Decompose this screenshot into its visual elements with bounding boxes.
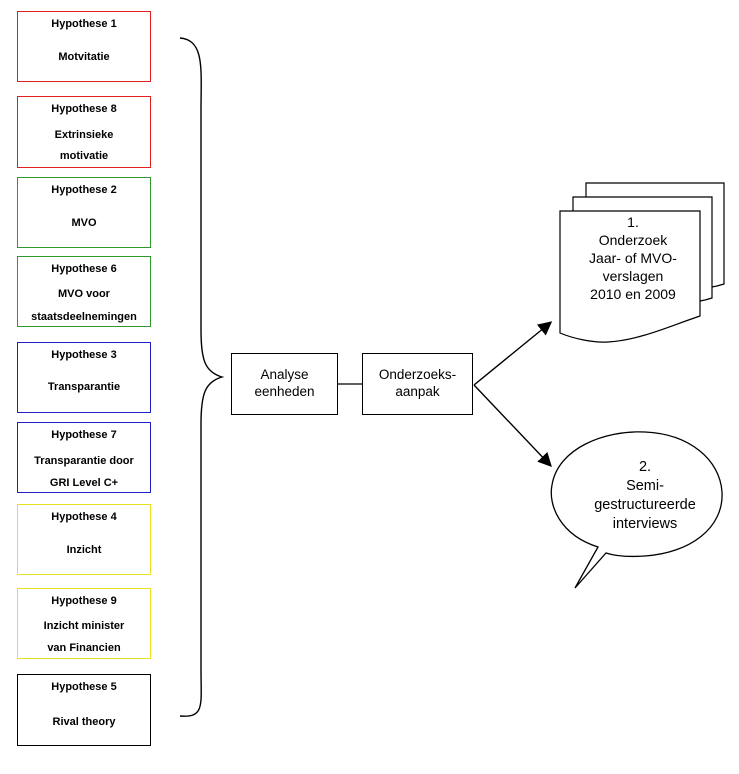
hypothesis-title: Hypothese 5 bbox=[51, 681, 117, 693]
hypothesis-box-7: Hypothese 7 Transparantie door GRI Level … bbox=[17, 422, 151, 493]
hypothesis-label: Transparantie bbox=[47, 381, 121, 393]
hypothesis-title: Hypothese 9 bbox=[51, 595, 117, 607]
speech-bubble-shape bbox=[550, 431, 723, 589]
hypothesis-box-9: Hypothese 9 Inzicht minister van Financie… bbox=[17, 588, 151, 659]
arrow-to-interviews bbox=[473, 384, 552, 468]
hypothesis-title: Hypothese 8 bbox=[51, 103, 117, 115]
document-label: 1. Onderzoek Jaar- of MVO- verslagen 201… bbox=[589, 214, 677, 302]
hypothesis-title: Hypothese 1 bbox=[51, 18, 117, 30]
curly-brace bbox=[179, 37, 225, 717]
hypothesis-label: Extrinsieke motivatie bbox=[54, 129, 114, 162]
hypothesis-label: Rival theory bbox=[52, 716, 116, 728]
document-stack-icon bbox=[559, 182, 725, 343]
hypothesis-label: Inzicht minister van Financien bbox=[43, 620, 125, 654]
research-approach-box: Onderzoeks- aanpak bbox=[362, 353, 473, 415]
hypothesis-label: Transparantie door GRI Level C+ bbox=[34, 455, 134, 489]
hypothesis-title: Hypothese 2 bbox=[51, 184, 117, 196]
hypothesis-box-3: Hypothese 3 Transparantie bbox=[17, 342, 151, 413]
hypothesis-box-8: Hypothese 8 Extrinsieke motivatie bbox=[17, 96, 151, 168]
hypothesis-label: Motvitatie bbox=[58, 51, 110, 63]
hypothesis-label: MVO voor staatsdeelnemingen bbox=[31, 288, 137, 323]
hypothesis-label: MVO bbox=[71, 217, 97, 229]
hypothesis-box-4: Hypothese 4 Inzicht bbox=[17, 504, 151, 575]
hypothesis-label: Inzicht bbox=[66, 544, 102, 556]
hypothesis-title: Hypothese 3 bbox=[51, 349, 117, 361]
arrow-to-document bbox=[473, 321, 553, 386]
hypothesis-box-5: Hypothese 5 Rival theory bbox=[17, 674, 151, 746]
hypothesis-box-1: Hypothese 1 Motvitatie bbox=[17, 11, 151, 82]
hypothesis-title: Hypothese 7 bbox=[51, 429, 117, 441]
hypothesis-box-2: Hypothese 2 MVO bbox=[17, 177, 151, 248]
interviews-label: 2. Semi- gestructureerde interviews bbox=[594, 459, 696, 532]
hypothesis-box-6: Hypothese 6 MVO voor staatsdeelnemingen bbox=[17, 256, 151, 327]
analysis-units-box: Analyse eenheden bbox=[231, 353, 338, 415]
hypothesis-title: Hypothese 4 bbox=[51, 511, 117, 523]
hypothesis-title: Hypothese 6 bbox=[51, 263, 117, 275]
